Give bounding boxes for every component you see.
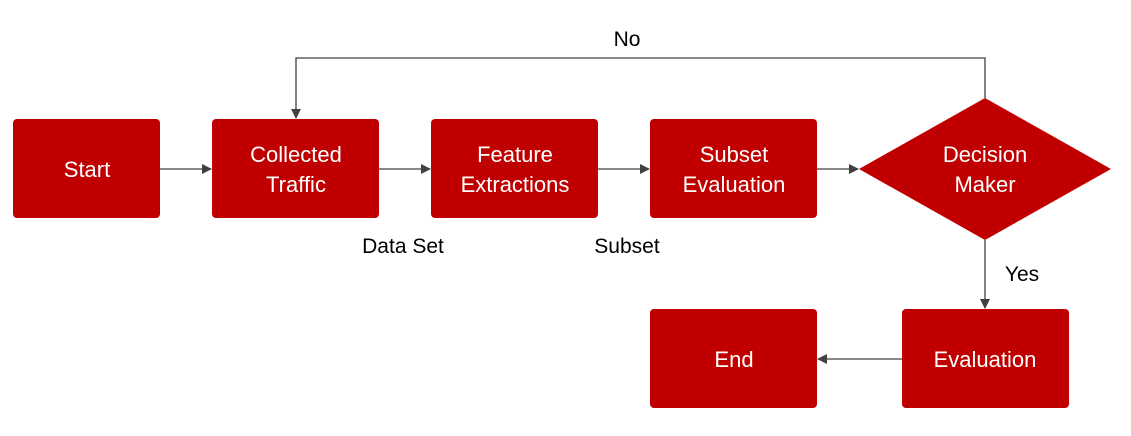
node-decision-maker-label-line2: Maker [954, 172, 1015, 197]
node-subset-evaluation-label-line2: Evaluation [683, 172, 786, 197]
node-collected-traffic-label-line1: Collected [250, 142, 342, 167]
node-end-label: End [714, 347, 753, 372]
node-start: Start [13, 119, 160, 218]
edge-label-yes: Yes [1005, 263, 1039, 286]
node-decision-maker: Decision Maker [859, 98, 1111, 240]
node-end: End [650, 309, 817, 408]
edge-label-no: No [614, 28, 641, 51]
edge-label-subset: Subset [594, 235, 660, 258]
node-collected-traffic: Collected Traffic [212, 119, 379, 218]
edges [160, 57, 990, 364]
node-feature-extractions-label-line2: Extractions [461, 172, 570, 197]
node-evaluation-label: Evaluation [934, 347, 1037, 372]
node-start-label: Start [64, 157, 110, 182]
edge-decision-no-loop [291, 57, 986, 119]
node-evaluation: Evaluation [902, 309, 1069, 408]
edge-label-data-set: Data Set [362, 235, 444, 258]
node-feature-extractions: Feature Extractions [431, 119, 598, 218]
node-collected-traffic-label-line2: Traffic [266, 172, 326, 197]
node-subset-evaluation-label-line1: Subset [700, 142, 769, 167]
node-decision-maker-label-line1: Decision [943, 142, 1027, 167]
node-subset-evaluation: Subset Evaluation [650, 119, 817, 218]
node-feature-extractions-label-line1: Feature [477, 142, 553, 167]
